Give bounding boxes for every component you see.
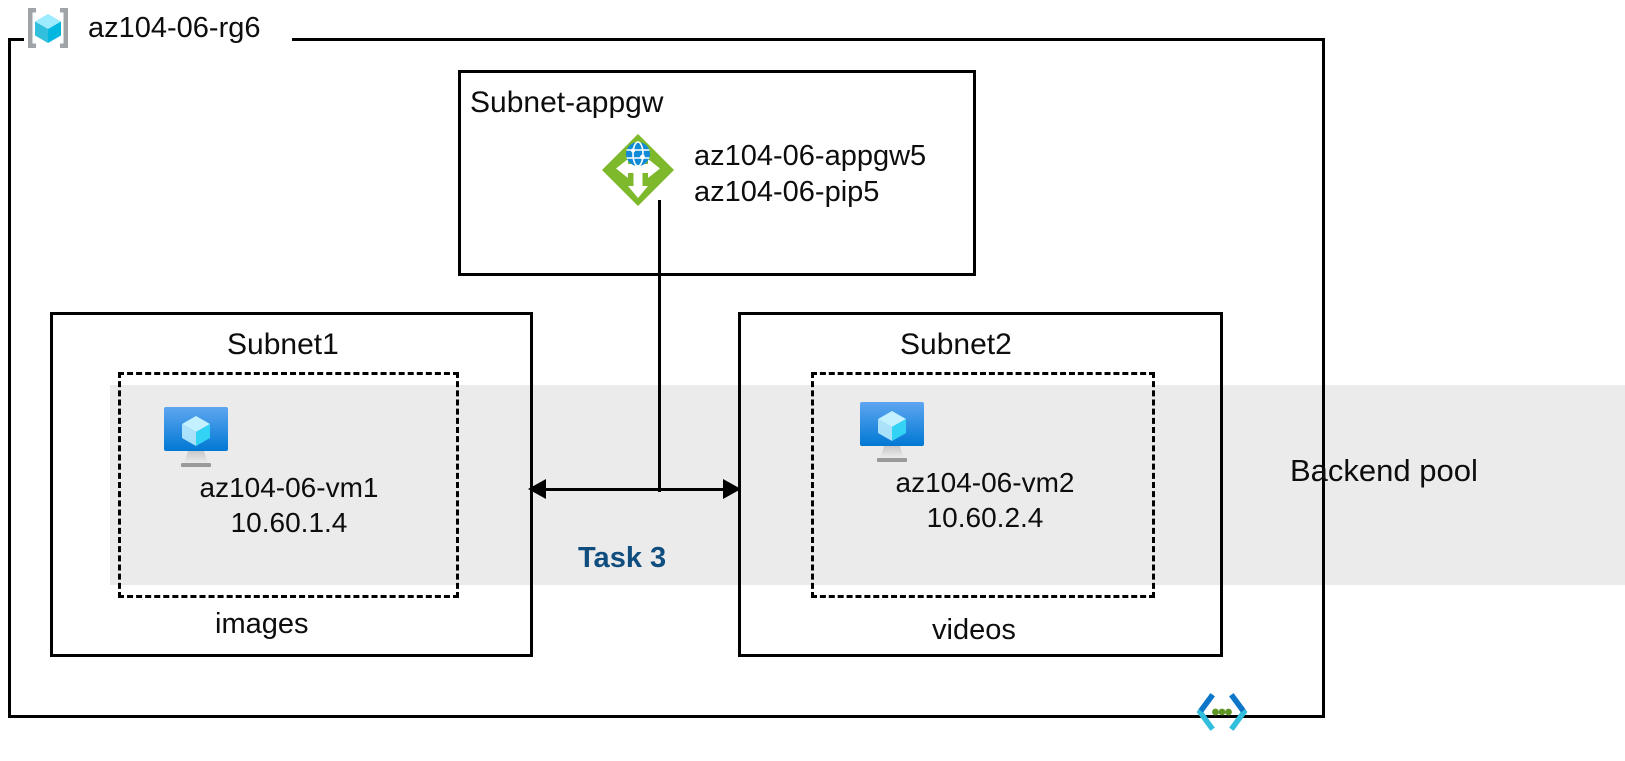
virtual-machine-icon: [159, 404, 419, 470]
subnet1-title: Subnet1: [227, 328, 339, 361]
appgw-resource-name: az104-06-appgw5: [694, 140, 927, 172]
arrow-left-head: [528, 479, 546, 499]
resource-group-header: az104-06-rg6: [22, 5, 261, 51]
subnet1-caption: images: [215, 608, 309, 640]
resource-group-name: az104-06-rg6: [88, 12, 261, 44]
subnet-appgw-box: [458, 70, 976, 276]
vm1-name: az104-06-vm1: [199, 472, 379, 503]
task-label: Task 3: [578, 542, 667, 574]
application-gateway-node: az104-06-appgw5 az104-06-pip5: [598, 130, 926, 210]
vm2-node: az104-06-vm2 10.60.2.4: [855, 399, 1115, 535]
vm1-ip: 10.60.1.4: [230, 507, 348, 538]
arrow-right-head: [723, 479, 741, 499]
vm2-name: az104-06-vm2: [895, 467, 1075, 498]
virtual-network-icon: [1194, 692, 1250, 732]
subnet-horizontal-connector: [530, 488, 740, 491]
subnet1-dashed-group: [118, 372, 459, 598]
resource-group-title-gap: [24, 26, 292, 52]
resource-group-frame: [8, 38, 1325, 718]
application-gateway-icon: [598, 130, 678, 210]
virtual-machine-icon: [855, 399, 1115, 465]
appgw-vertical-connector: [658, 200, 661, 492]
subnet2-dashed-group: [811, 372, 1155, 598]
subnet2-title: Subnet2: [900, 328, 1012, 361]
application-gateway-labels: az104-06-appgw5 az104-06-pip5: [694, 130, 926, 210]
vm2-ip: 10.60.2.4: [926, 502, 1044, 533]
resource-group-icon: [22, 5, 74, 51]
appgw-pip-name: az104-06-pip5: [694, 176, 880, 208]
subnet-appgw-title: Subnet-appgw: [470, 86, 664, 119]
vm1-node: az104-06-vm1 10.60.1.4: [159, 404, 419, 540]
subnet2-caption: videos: [932, 614, 1016, 646]
backend-pool-label: Backend pool: [1290, 453, 1478, 488]
